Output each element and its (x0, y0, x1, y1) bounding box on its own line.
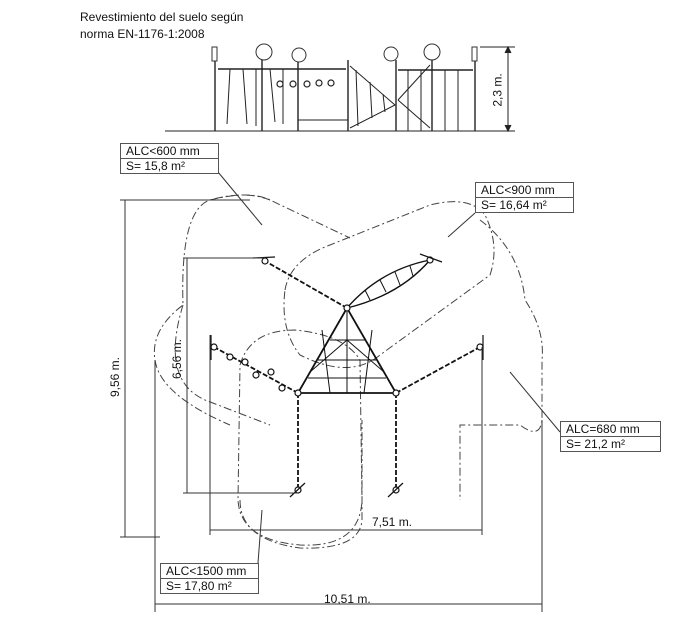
dimension-lines (120, 199, 543, 612)
zone-area-text: S= 16,64 m² (476, 197, 573, 212)
zone-area-text: S= 17,80 m² (161, 578, 258, 593)
zone-alc-text: ALC<1500 mm (166, 564, 247, 578)
zone-label-alc-680: ALC=680 mm S= 21,2 m² (560, 421, 661, 452)
title-line-1: Revestimiento del suelo según (80, 10, 244, 24)
inner-width-dimension: 7,51 m. (372, 515, 413, 529)
zone-alc-900 (283, 201, 495, 368)
zone-alc-text: ALC=680 mm (566, 422, 640, 436)
zone-alc-text: ALC<900 mm (481, 183, 555, 197)
elevation-view (165, 43, 515, 133)
zone-alc-1500 (237, 329, 363, 546)
inner-depth-dimension: 6,56 m. (170, 338, 185, 380)
zone-alc-600 (174, 194, 351, 426)
zone-alc-680 (153, 194, 543, 549)
height-dimension: 2,3 m. (490, 73, 505, 107)
total-depth-dimension: 9,56 m. (108, 356, 123, 398)
zone-label-alc-1500: ALC<1500 mm S= 17,80 m² (160, 563, 259, 594)
safety-zones (153, 194, 543, 549)
zone-alc-text: ALC<600 mm (126, 144, 200, 158)
plan-structure (210, 253, 484, 498)
leader-lines (217, 171, 561, 564)
zone-area-text: S= 21,2 m² (561, 436, 660, 451)
title-line-2: norma EN-1176-1:2008 (80, 27, 205, 41)
zone-area-text: S= 15,8 m² (121, 158, 218, 173)
total-width-dimension: 10,51 m. (324, 592, 371, 606)
zone-label-alc-600: ALC<600 mm S= 15,8 m² (120, 143, 219, 174)
zone-label-alc-900: ALC<900 mm S= 16,64 m² (475, 182, 574, 213)
